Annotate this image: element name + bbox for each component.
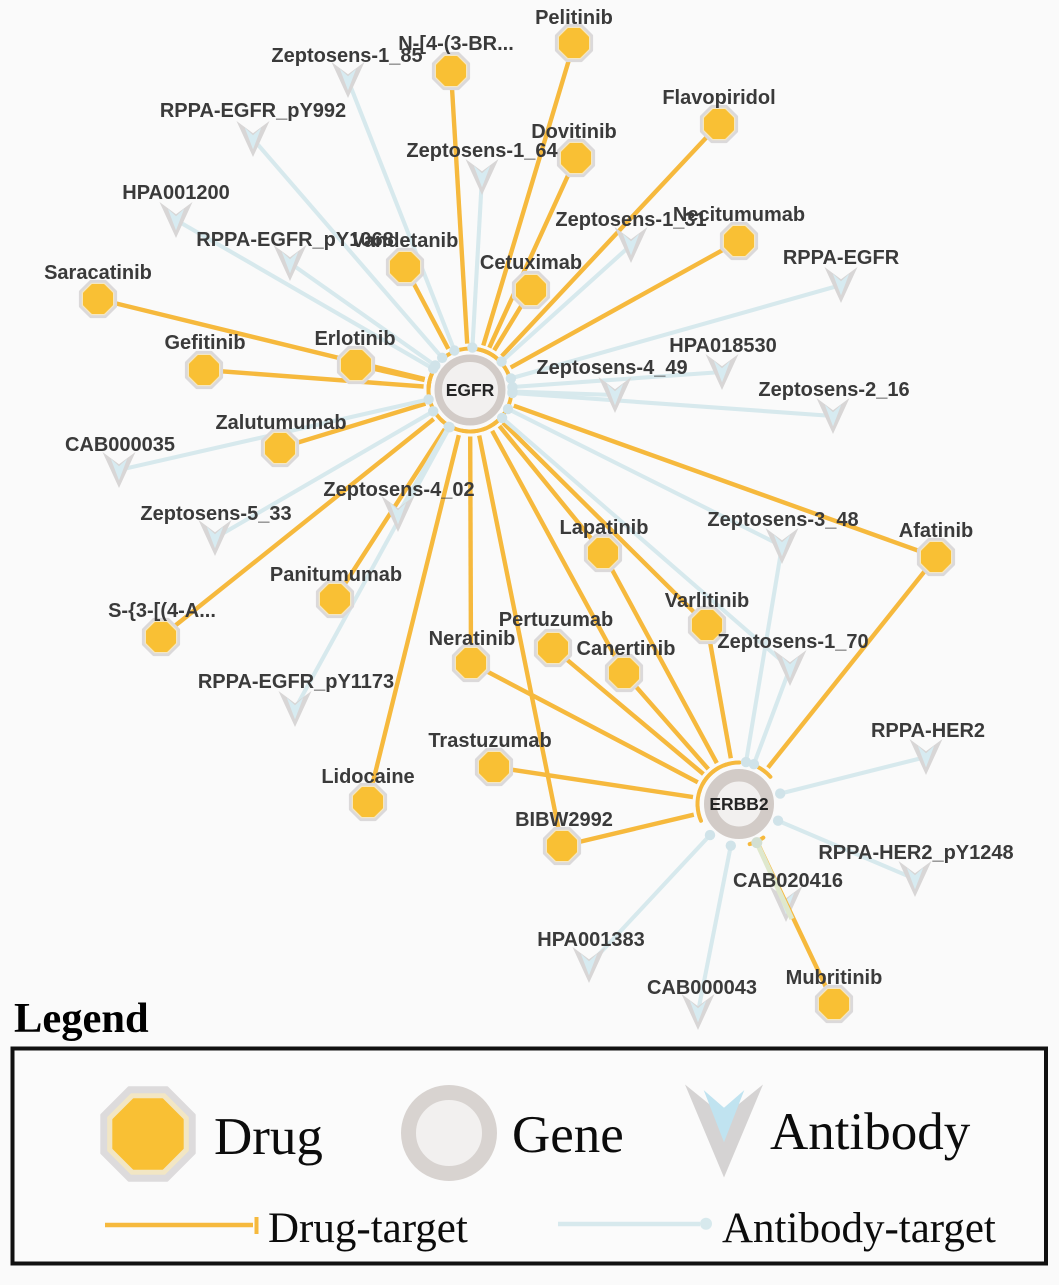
svg-text:S-{3-[(4-A...: S-{3-[(4-A... bbox=[108, 600, 216, 622]
svg-text:Dovitinib: Dovitinib bbox=[531, 121, 617, 143]
svg-text:CAB020416: CAB020416 bbox=[733, 870, 843, 892]
svg-text:BIBW2992: BIBW2992 bbox=[515, 809, 613, 831]
svg-text:RPPA-EGFR_pY1173: RPPA-EGFR_pY1173 bbox=[198, 671, 394, 693]
svg-text:Zeptosens-3_48: Zeptosens-3_48 bbox=[707, 509, 858, 531]
svg-text:Gene: Gene bbox=[512, 1106, 624, 1164]
svg-text:Lapatinib: Lapatinib bbox=[560, 517, 649, 539]
svg-text:Zeptosens-4_02: Zeptosens-4_02 bbox=[323, 479, 474, 501]
svg-text:Drug: Drug bbox=[214, 1108, 323, 1166]
svg-text:CAB000035: CAB000035 bbox=[65, 434, 175, 456]
svg-text:Legend: Legend bbox=[14, 995, 149, 1042]
svg-text:Lidocaine: Lidocaine bbox=[321, 766, 414, 788]
svg-text:Zeptosens-5_33: Zeptosens-5_33 bbox=[140, 503, 291, 525]
svg-text:Zeptosens-1_31: Zeptosens-1_31 bbox=[555, 209, 706, 231]
svg-text:Neratinib: Neratinib bbox=[429, 628, 516, 650]
svg-text:Antibody: Antibody bbox=[770, 1103, 971, 1161]
svg-text:Trastuzumab: Trastuzumab bbox=[428, 730, 551, 752]
svg-text:RPPA-EGFR_pY992: RPPA-EGFR_pY992 bbox=[160, 100, 346, 122]
svg-text:HPA001383: HPA001383 bbox=[537, 929, 644, 951]
svg-text:HPA001200: HPA001200 bbox=[122, 182, 229, 204]
svg-text:Zalutumumab: Zalutumumab bbox=[215, 412, 346, 434]
svg-text:Zeptosens-1_85: Zeptosens-1_85 bbox=[271, 45, 422, 67]
svg-text:HPA018530: HPA018530 bbox=[669, 335, 776, 357]
svg-text:Zeptosens-4_49: Zeptosens-4_49 bbox=[536, 357, 687, 379]
svg-text:CAB000043: CAB000043 bbox=[647, 977, 757, 999]
svg-text:RPPA-HER2: RPPA-HER2 bbox=[871, 720, 985, 742]
svg-text:Mubritinib: Mubritinib bbox=[786, 967, 883, 989]
svg-text:Necitumumab: Necitumumab bbox=[673, 204, 805, 226]
svg-text:Cetuximab: Cetuximab bbox=[480, 252, 582, 274]
svg-text:ERBB2: ERBB2 bbox=[709, 794, 769, 814]
svg-text:N-[4-(3-BR...: N-[4-(3-BR... bbox=[398, 33, 514, 55]
svg-text:Varlitinib: Varlitinib bbox=[665, 590, 749, 612]
svg-text:Gefitinib: Gefitinib bbox=[164, 332, 245, 354]
svg-text:EGFR: EGFR bbox=[446, 380, 495, 400]
svg-text:Zeptosens-2_16: Zeptosens-2_16 bbox=[758, 379, 909, 401]
svg-text:Afatinib: Afatinib bbox=[899, 520, 973, 542]
svg-text:Zeptosens-1_64: Zeptosens-1_64 bbox=[406, 140, 558, 162]
svg-text:Drug-target: Drug-target bbox=[268, 1205, 468, 1252]
svg-text:Antibody-target: Antibody-target bbox=[722, 1205, 996, 1252]
svg-text:Flavopiridol: Flavopiridol bbox=[662, 87, 775, 109]
svg-text:RPPA-EGFR: RPPA-EGFR bbox=[783, 247, 900, 269]
svg-text:Vandetanib: Vandetanib bbox=[352, 230, 459, 252]
svg-text:Saracatinib: Saracatinib bbox=[44, 262, 152, 284]
svg-text:Pelitinib: Pelitinib bbox=[535, 7, 613, 29]
svg-text:Erlotinib: Erlotinib bbox=[314, 328, 395, 350]
svg-text:Panitumumab: Panitumumab bbox=[270, 564, 402, 586]
svg-text:RPPA-HER2_pY1248: RPPA-HER2_pY1248 bbox=[818, 842, 1013, 864]
svg-text:Pertuzumab: Pertuzumab bbox=[499, 609, 613, 631]
svg-text:RPPA-EGFR_pY1068: RPPA-EGFR_pY1068 bbox=[196, 229, 393, 251]
svg-text:Canertinib: Canertinib bbox=[577, 638, 676, 660]
svg-text:Zeptosens-1_70: Zeptosens-1_70 bbox=[717, 631, 868, 653]
